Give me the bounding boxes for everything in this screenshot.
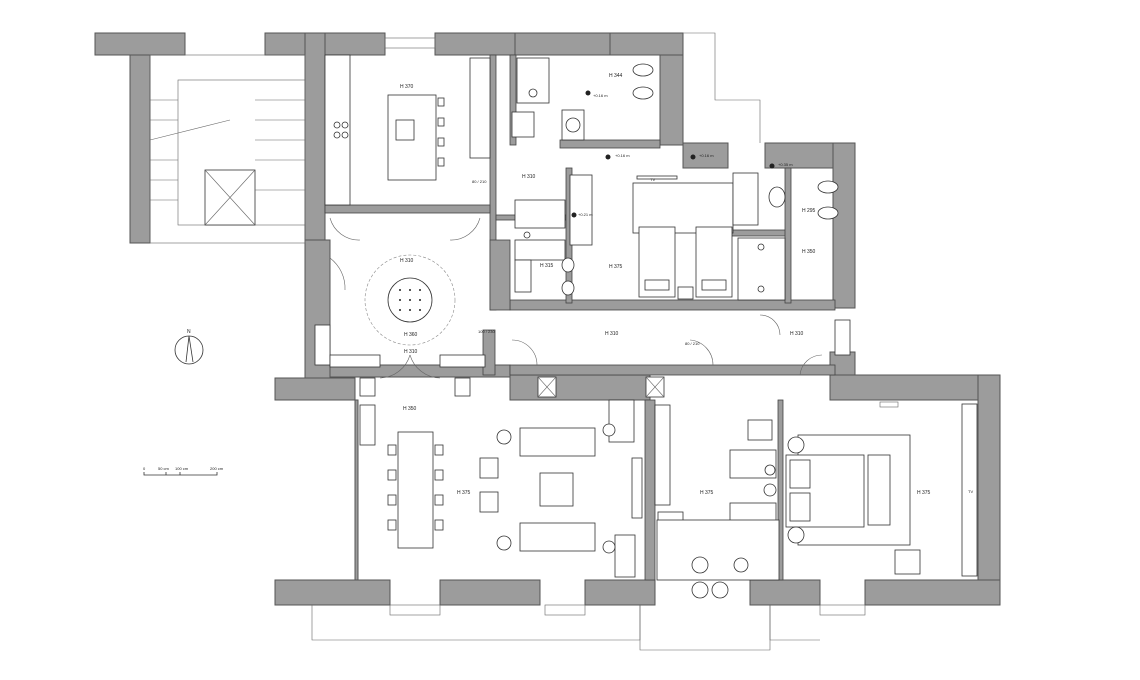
staircase bbox=[149, 54, 306, 244]
door-size-3: 80 / 210 bbox=[685, 341, 700, 346]
living-height: H 375 bbox=[457, 490, 471, 496]
door-size-2: 100 / 230 bbox=[478, 329, 495, 334]
study-furniture bbox=[654, 404, 780, 599]
shower-room-height: H 350 bbox=[802, 249, 816, 255]
tv-label-master: TV bbox=[968, 489, 973, 494]
twin-bedroom-furniture bbox=[569, 172, 759, 300]
living-room-furniture bbox=[359, 399, 643, 578]
corridor-right-height: H 310 bbox=[790, 331, 804, 337]
scale-tick-0: 0 bbox=[143, 466, 146, 471]
scale-tick-200: 200 cm bbox=[210, 466, 224, 471]
scale-tick-100: 100 cm bbox=[175, 466, 189, 471]
twin-bedroom-height: H 375 bbox=[609, 264, 623, 270]
door-size-1: 80 / 210 bbox=[472, 179, 487, 184]
utility-height: H 310 bbox=[522, 174, 536, 180]
study-height: H 375 bbox=[700, 490, 714, 496]
entrance-top-height: H 310 bbox=[400, 258, 414, 264]
kitchen-height: H 370 bbox=[400, 84, 414, 90]
bath-right-height: H 295 bbox=[802, 208, 816, 214]
corridor-furniture bbox=[511, 314, 851, 398]
level-closet: +0.21 m bbox=[578, 212, 593, 217]
stair-steps bbox=[150, 99, 305, 201]
scale-tick-50: 50 cm bbox=[158, 466, 170, 471]
master-bedroom-furniture bbox=[785, 401, 978, 577]
kitchen-furniture bbox=[324, 54, 491, 206]
level-bath-top: +0.16 m bbox=[593, 93, 608, 98]
north-arrow-icon: N bbox=[174, 329, 204, 365]
north-label: N bbox=[187, 329, 191, 335]
terrace-outline bbox=[311, 32, 866, 651]
entrance-hall bbox=[314, 217, 486, 397]
entrance-center-height: H 360 bbox=[404, 332, 418, 338]
room-labels: H 370 H 344 H 310 H 315 H 375 H 295 H 35… bbox=[400, 73, 973, 496]
entrance-bottom-height: H 310 bbox=[404, 349, 418, 355]
master-bedroom-height: H 375 bbox=[917, 490, 931, 496]
level-marker-icons bbox=[571, 90, 775, 218]
level-hall-a: +0.16 m bbox=[615, 153, 630, 158]
walls bbox=[94, 32, 1001, 606]
living-top-height: H 350 bbox=[403, 406, 417, 412]
level-hall-b: +0.16 m bbox=[699, 153, 714, 158]
level-bath-right: +0.35 m bbox=[778, 162, 793, 167]
tv-label-twin: TV bbox=[650, 177, 655, 182]
bath-small-height: H 315 bbox=[540, 263, 554, 269]
table-dots bbox=[399, 289, 421, 311]
bath-top-height: H 344 bbox=[609, 73, 623, 79]
corridor-height: H 310 bbox=[605, 331, 619, 337]
scale-bar: 0 50 cm 100 cm 200 cm bbox=[143, 466, 224, 476]
bathroom-fixtures bbox=[511, 57, 839, 301]
